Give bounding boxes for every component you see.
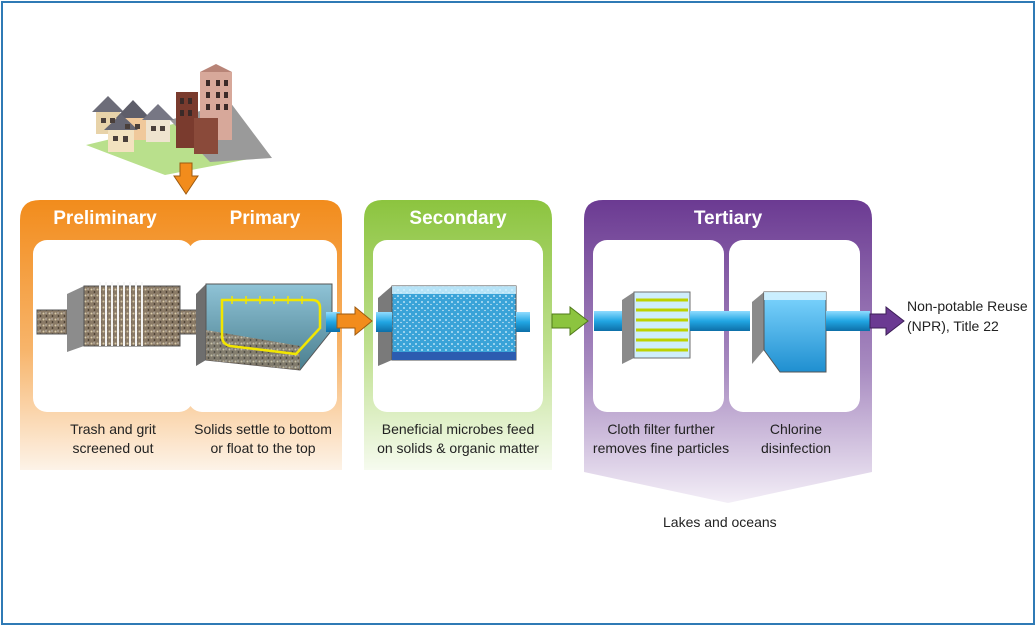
caption-secondary: Beneficial microbes feed on solids & org…	[366, 420, 550, 458]
caption-chlorine-line2: disinfection	[760, 440, 832, 456]
stage-title-tertiary: Tertiary	[693, 208, 763, 229]
aeration-basin-illustration	[376, 285, 530, 366]
caption-primary-line2: or float to the top	[210, 440, 316, 456]
caption-primary-line1: Solids settle to bottom	[194, 421, 332, 437]
caption-secondary-line2: on solids & organic matter	[377, 440, 539, 456]
flow-arrow-purple-icon	[869, 305, 905, 337]
inflow-arrow-icon	[173, 162, 199, 195]
outlet-reuse: Non-potable Reuse (NPR), Title 22	[907, 296, 1028, 336]
stage-title-secondary: Secondary	[409, 208, 507, 229]
caption-cloth-filter: Cloth filter further removes fine partic…	[586, 420, 736, 458]
caption-preliminary-line1: Trash and grit	[70, 421, 156, 437]
caption-preliminary-line2: screened out	[72, 440, 154, 456]
bar-screen-illustration	[36, 282, 207, 352]
sedimentation-tank-illustration	[196, 283, 340, 371]
caption-preliminary: Trash and grit screened out	[33, 420, 193, 458]
caption-secondary-line1: Beneficial microbes feed	[381, 421, 535, 437]
flow-arrow-orange-icon	[336, 305, 373, 337]
caption-cloth-filter-line2: removes fine particles	[592, 440, 730, 456]
stage-title-preliminary: Preliminary	[53, 208, 157, 229]
outlet-reuse-line2: (NPR), Title 22	[907, 318, 999, 334]
flow-arrow-green-icon	[551, 305, 589, 337]
stage-title-primary: Primary	[229, 208, 301, 229]
caption-chlorine: Chlorine disinfection	[736, 420, 856, 458]
caption-primary: Solids settle to bottom or float to the …	[182, 420, 344, 458]
caption-cloth-filter-line1: Cloth filter further	[607, 421, 715, 437]
chlorine-tank-illustration	[752, 291, 870, 373]
houses-illustration	[86, 64, 272, 175]
caption-chlorine-line1: Chlorine	[769, 421, 823, 437]
outlet-discharge: Lakes and oceans	[663, 514, 777, 530]
cloth-filter-illustration	[594, 291, 750, 364]
outlet-reuse-line1: Non-potable Reuse	[907, 298, 1028, 314]
